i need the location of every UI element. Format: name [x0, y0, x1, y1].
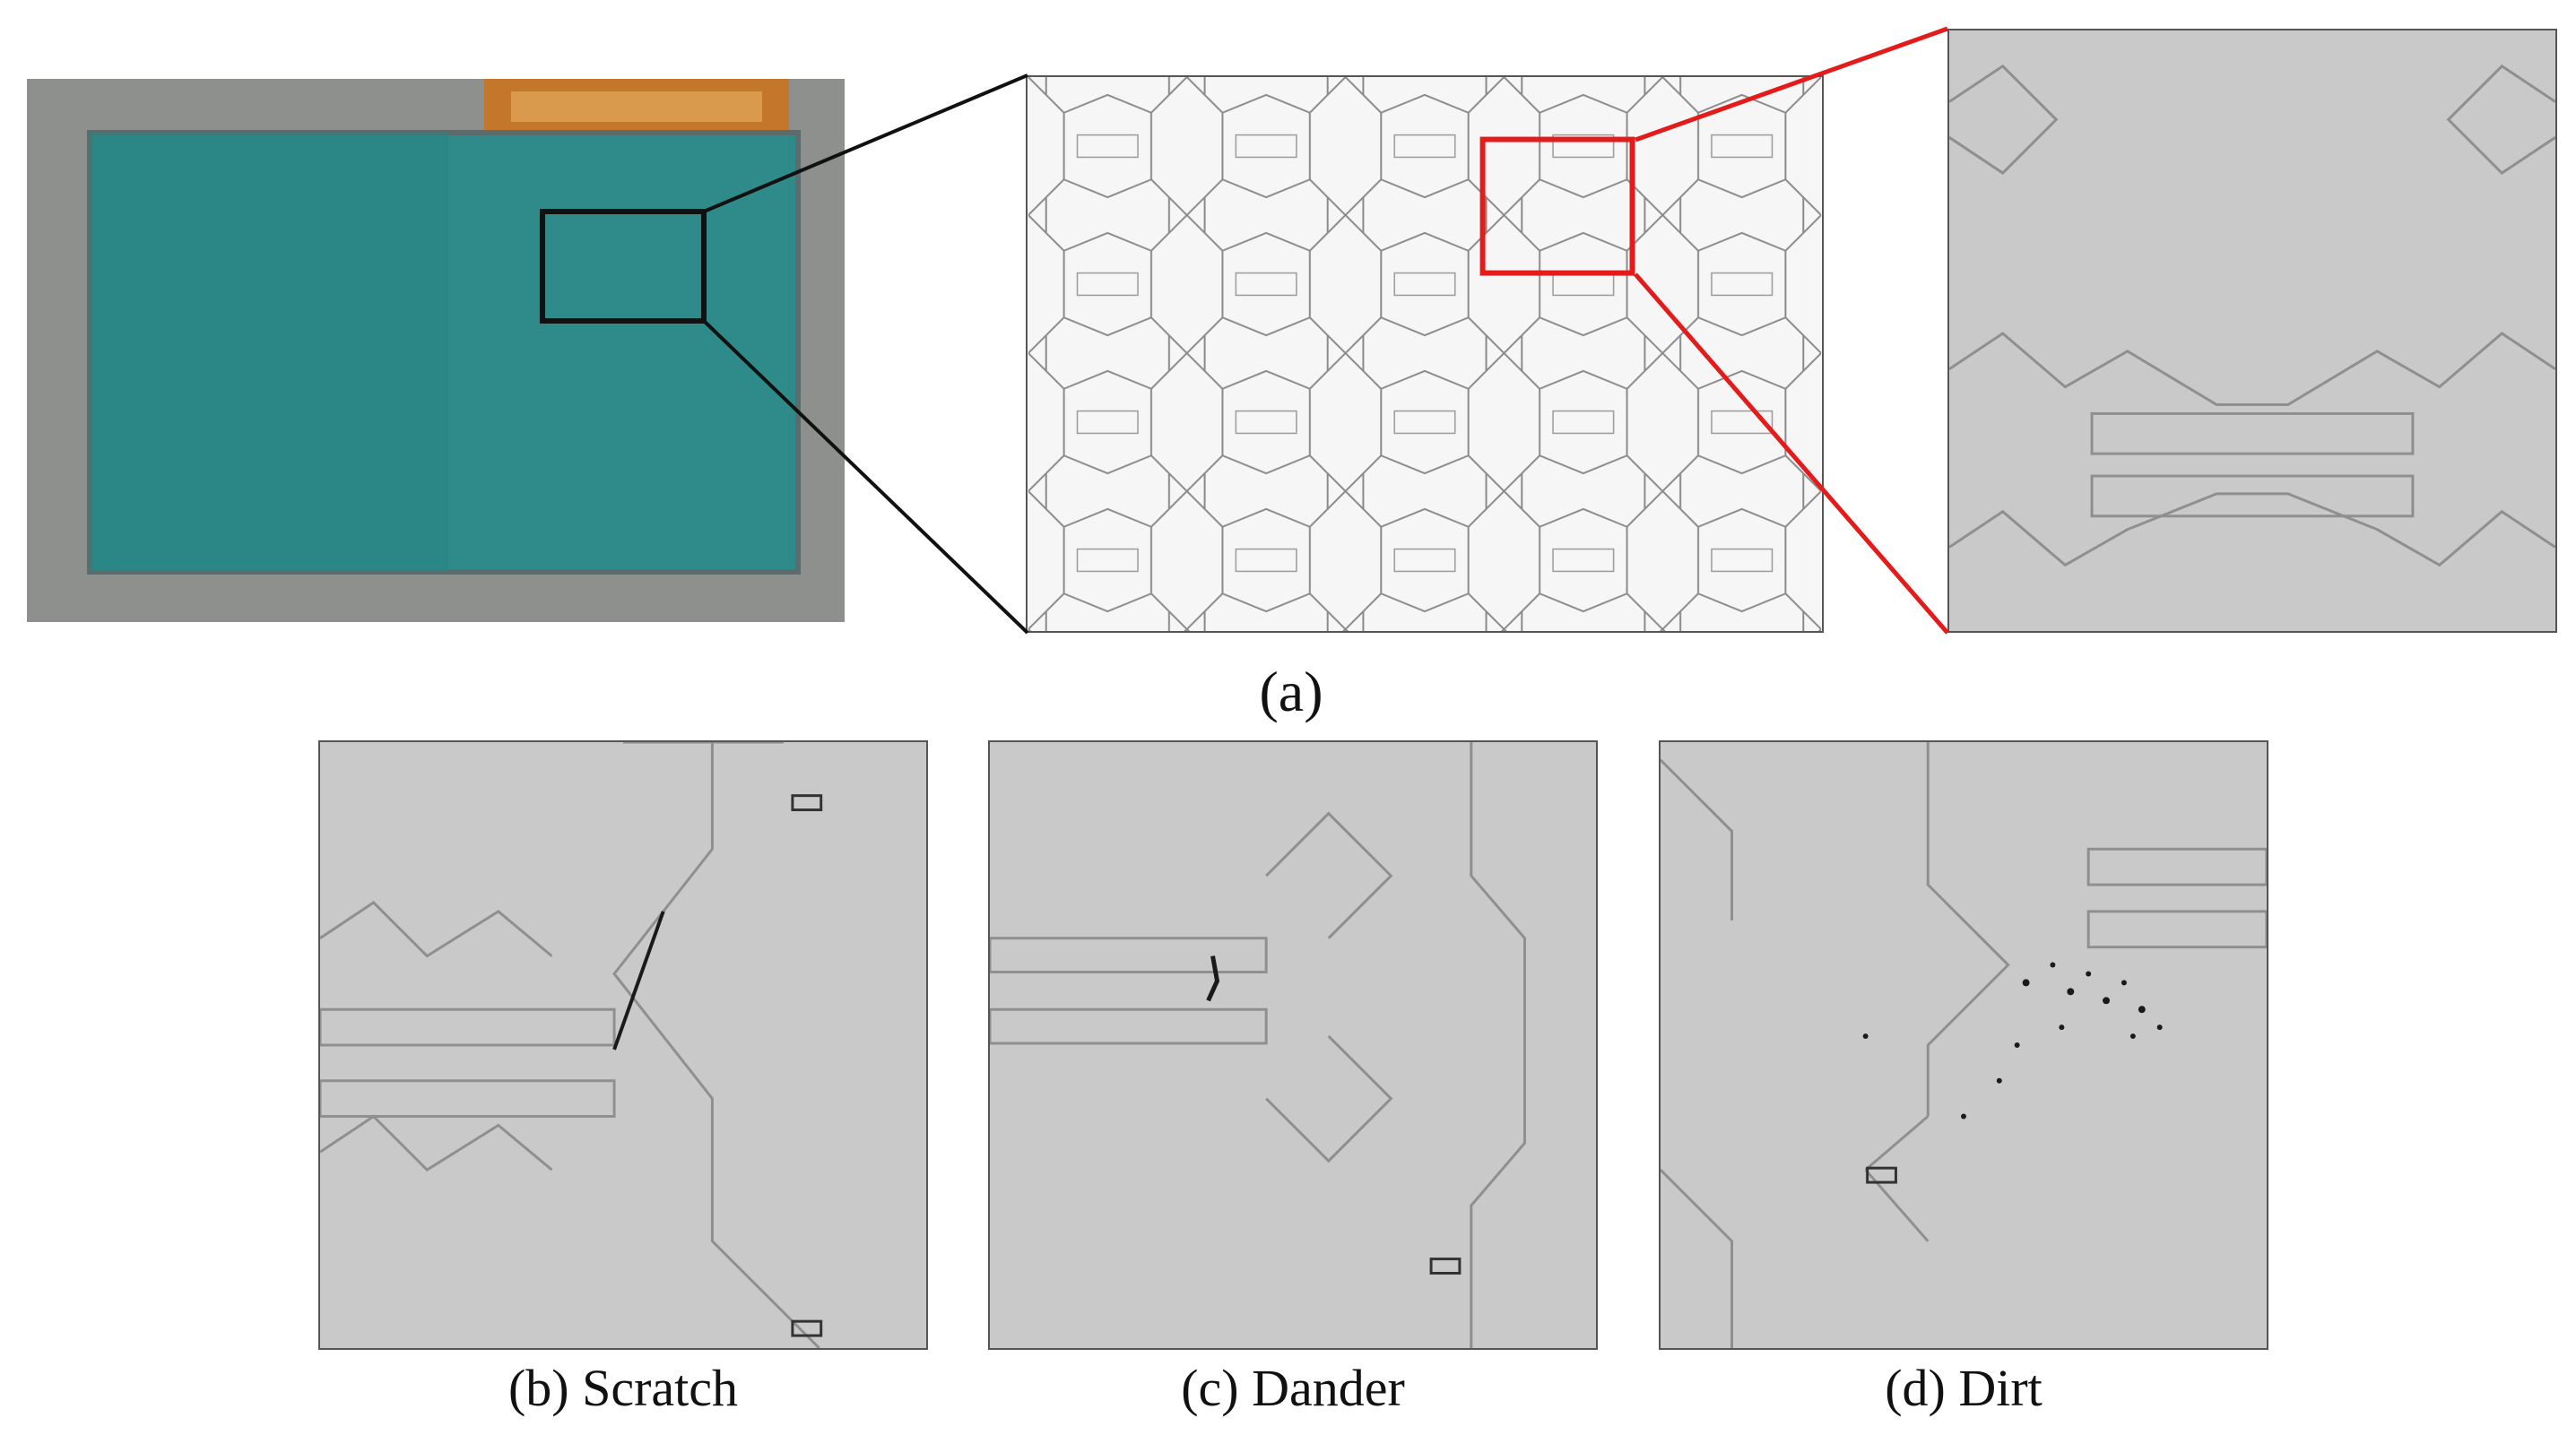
defect-dander-svg: [990, 742, 1596, 1348]
defect-dirt-svg: [1661, 742, 2267, 1348]
magnified-view: [1947, 29, 2557, 633]
pattern-grid: [1028, 77, 1822, 631]
defect-dirt-view: [1659, 740, 2268, 1350]
scratch-mark: [612, 911, 665, 1050]
caption-d: (d) Dirt: [1885, 1359, 2043, 1417]
connector-strip: [511, 91, 762, 122]
defect-scratch-view: [318, 740, 928, 1350]
pattern-overview-svg: [1028, 77, 1822, 631]
photo-zoom-box: [540, 209, 707, 324]
lcd-photo-svg: [27, 79, 845, 622]
dander-mark: [1206, 955, 1220, 1002]
overview-zoom-box: [1479, 136, 1635, 276]
caption-a: (a): [1259, 660, 1323, 723]
glass-shade: [90, 133, 448, 572]
pattern-overview: [1026, 75, 1824, 633]
lcd-photo: [27, 79, 845, 622]
caption-c: (c) Dander: [1181, 1359, 1405, 1417]
defect-scratch-svg: [320, 742, 926, 1348]
dirt-particles: [1862, 962, 2163, 1119]
defect-dander-view: [988, 740, 1598, 1350]
caption-b: (b) Scratch: [507, 1359, 739, 1417]
magnified-view-svg: [1949, 30, 2555, 631]
